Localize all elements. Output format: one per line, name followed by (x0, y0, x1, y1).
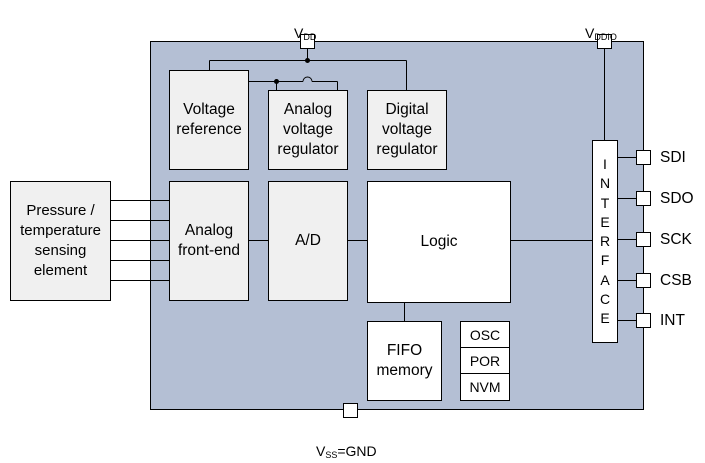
vddio-pin (597, 34, 612, 49)
voltage-reference-label: Voltage reference (176, 101, 242, 138)
digital-regulator-label: Digital voltage regulator (376, 101, 438, 158)
interface-letter: E (600, 213, 610, 230)
vdd-label: VDD (294, 9, 316, 45)
connection-wires (110, 48, 636, 321)
junction-dot (305, 58, 310, 63)
ad-converter-block: A/D (268, 181, 348, 301)
analog-regulator-label: Analog voltage regulator (277, 101, 339, 158)
por-label: POR (469, 352, 501, 369)
osc-por-nvm-stack: OSC POR NVM (460, 321, 510, 401)
vdd-sub: DD (303, 32, 317, 42)
vdd-main: V (294, 25, 304, 41)
interface-letter: R (599, 233, 611, 250)
sensing-element-block: Pressure / temperature sensing element (10, 181, 111, 301)
digital-regulator-block: Digital voltage regulator (367, 90, 447, 170)
interface-letter: I (603, 156, 607, 172)
osc-label: OSC (469, 326, 501, 343)
csb-pin (636, 273, 651, 288)
sck-pin (636, 232, 651, 247)
sdo-pin (636, 191, 651, 206)
interface-block: I N T E R F A C E (592, 140, 618, 343)
vss-main: V (316, 443, 326, 459)
vddio-sub: DDIO (594, 32, 617, 42)
interface-letter: N (599, 175, 611, 192)
vss-label: VSS=GND (316, 427, 377, 463)
nvm-cell: NVM (461, 374, 509, 400)
vss-suffix: =GND (337, 443, 377, 459)
sensing-element-label: Pressure / temperature sensing element (20, 202, 101, 279)
nvm-label: NVM (469, 379, 501, 395)
analog-front-end-block: Analog front-end (169, 181, 249, 301)
logic-block: Logic (367, 181, 511, 303)
sdo-pin-label: SDO (660, 190, 694, 207)
ad-converter-label: A/D (295, 232, 321, 249)
interface-letter: E (600, 310, 610, 327)
interface-letter: A (600, 271, 610, 288)
logic-label: Logic (420, 233, 458, 250)
analog-front-end-label: Analog front-end (177, 222, 241, 259)
fifo-memory-label: FIFO memory (376, 342, 433, 379)
junction-dot (274, 79, 279, 84)
fifo-memory-block: FIFO memory (367, 321, 442, 401)
vddio-main: V (585, 25, 595, 41)
vss-sub: SS (325, 450, 338, 460)
vdd-pin (300, 34, 315, 49)
por-cell: POR (461, 348, 509, 374)
interface-letter: T (600, 194, 610, 211)
interface-letter: C (599, 291, 611, 308)
vss-pin (343, 403, 358, 418)
sdi-pin-label: SDI (660, 149, 686, 166)
csb-pin-label: CSB (660, 272, 692, 289)
int-pin (636, 313, 651, 328)
sck-pin-label: SCK (660, 231, 692, 248)
interface-letter: F (600, 252, 610, 269)
vddio-label: VDDIO (585, 9, 617, 45)
int-pin-label: INT (660, 312, 685, 329)
block-diagram: VDD VDDIO VSS=GND Pressure / temperature… (10, 9, 694, 460)
sdi-pin (636, 150, 651, 165)
analog-regulator-block: Analog voltage regulator (268, 90, 348, 170)
voltage-reference-block: Voltage reference (169, 70, 249, 170)
osc-cell: OSC (461, 322, 509, 348)
